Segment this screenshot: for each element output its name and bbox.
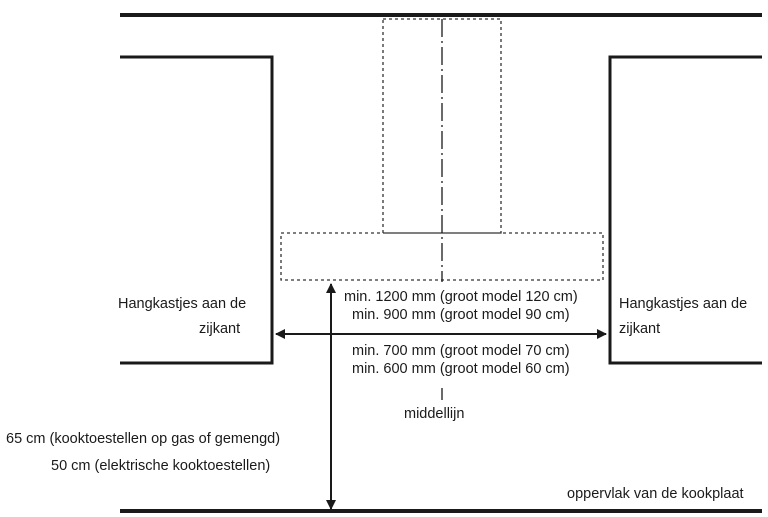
right-cabinet-label-line2: zijkant (619, 321, 660, 337)
right-cabinet (608, 55, 762, 365)
left-cabinet (120, 55, 274, 365)
width-label-600: min. 600 mm (groot model 60 cm) (352, 361, 570, 377)
centerline-label: middellijn (404, 406, 464, 422)
right-cabinet-label-line1: Hangkastjes aan de (619, 296, 747, 312)
width-label-900: min. 900 mm (groot model 90 cm) (352, 307, 570, 323)
width-label-700: min. 700 mm (groot model 70 cm) (352, 343, 570, 359)
width-label-1200: min. 1200 mm (groot model 120 cm) (344, 289, 578, 305)
left-cabinet-label-line1: Hangkastjes aan de (118, 296, 246, 312)
height-label-electric: 50 cm (elektrische kooktoestellen) (51, 458, 270, 474)
height-label-gas: 65 cm (kooktoestellen op gas of gemengd) (6, 431, 280, 447)
left-cabinet-label-line2: zijkant (199, 321, 240, 337)
hob-surface-label: oppervlak van de kookplaat (567, 486, 744, 502)
